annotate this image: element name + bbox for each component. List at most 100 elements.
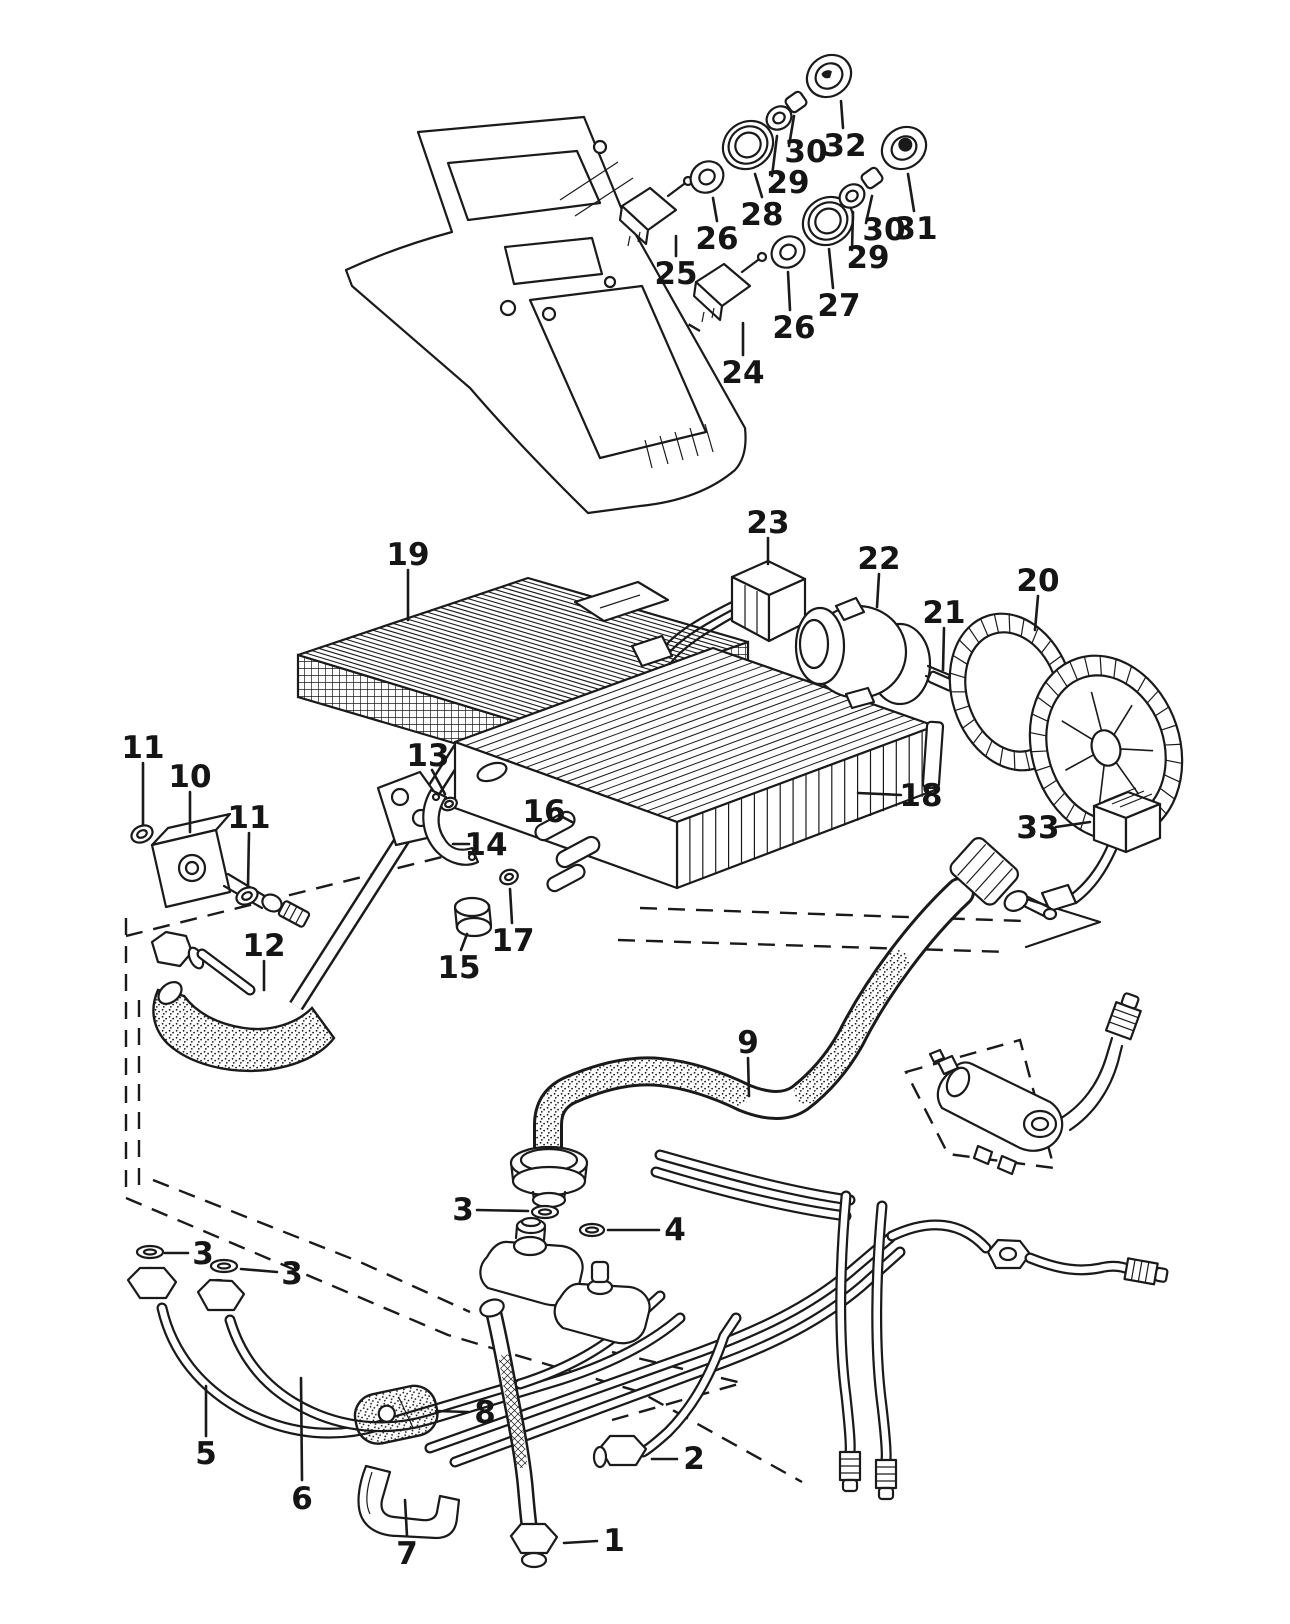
leader-line-17: [508, 887, 514, 925]
leader-line-6: [299, 1376, 304, 1482]
part-label-13: 13: [406, 738, 449, 774]
leader-line-7: [403, 1498, 409, 1538]
console-brace-lines: [559, 161, 634, 217]
junction-block-right: [553, 1260, 651, 1345]
leader-line-3-flange: [475, 1208, 530, 1213]
leader-line-33: [1054, 820, 1092, 829]
part-label-16: 16: [522, 794, 565, 830]
part-label-20: 20: [1016, 563, 1059, 599]
part-label-31: 31: [894, 211, 937, 247]
blower-motor-22: [794, 596, 958, 710]
part-label-24: 24: [721, 355, 764, 391]
part-label-7: 7: [396, 1536, 418, 1572]
part-label-9: 9: [737, 1025, 759, 1061]
leader-line-30-lower: [864, 194, 874, 225]
hose-9-coupling: [949, 837, 1019, 906]
boundary-dash-lower-diagonal: [125, 1196, 803, 1484]
threaded-fitting-right: [1123, 1257, 1169, 1286]
part-number-labels: 2526282930323130292726241923222120183313…: [121, 99, 1092, 1572]
junction-block-left: [479, 1216, 584, 1307]
part-label-22: 22: [857, 541, 900, 577]
leader-line-29-lower: [850, 210, 855, 252]
console-lower-opening: [528, 284, 708, 460]
console-upper-opening: [446, 149, 602, 222]
clamp-8: [353, 1384, 439, 1445]
oring-3-left-a: [135, 1244, 165, 1260]
console-hole-d: [603, 275, 617, 289]
console-vent-slats: [644, 423, 714, 469]
part-label-26-upper: 26: [695, 221, 738, 257]
part-label-23: 23: [746, 505, 789, 541]
console-hole-c: [541, 306, 557, 322]
valve-parts-13-17: [376, 770, 601, 938]
part-label-17: 17: [491, 923, 534, 959]
knob-32: [805, 53, 853, 99]
connector-23-terminal: [630, 634, 674, 668]
spacer-30-lower: [860, 166, 884, 190]
switch-25: [618, 175, 694, 247]
connector-23: [630, 559, 807, 668]
blower-wheel-front: [1028, 654, 1184, 842]
pipe-12-insulation: [152, 988, 336, 1073]
leader-line-13: [430, 768, 447, 796]
part-label-26-lower: 26: [772, 310, 815, 346]
part-label-21: 21: [922, 595, 965, 631]
part-label-3-left-a: 3: [192, 1236, 214, 1272]
leader-line-1: [562, 1539, 599, 1545]
leader-line-30-upper: [787, 114, 796, 148]
leader-line-16: [557, 813, 574, 824]
leader-line-9: [746, 1056, 751, 1098]
oring-11-left: [130, 824, 154, 844]
leader-line-3-left-b: [239, 1267, 279, 1274]
knob-parts-row-upper: [689, 53, 853, 194]
hose-9: [509, 837, 1058, 1238]
oring-17: [499, 868, 519, 886]
bracket-7: [357, 1464, 461, 1540]
knob-parts-row-lower: [770, 125, 928, 269]
part-label-29-upper: 29: [766, 165, 809, 201]
part-label-27: 27: [817, 288, 860, 324]
leader-line-11-right: [246, 831, 251, 888]
connector-33-pigtail: [1066, 843, 1118, 905]
oring-26-upper: [689, 160, 725, 194]
part-label-19: 19: [386, 537, 429, 573]
junction-assembly: [479, 1216, 651, 1345]
hose-9-flange: [509, 1145, 589, 1209]
heater-box-top-texture: [464, 651, 926, 819]
seal-3-flange: [530, 1204, 560, 1220]
part-label-2: 2: [683, 1441, 705, 1477]
pipe-12-nut: [150, 930, 194, 968]
ring-nut-28: [721, 119, 775, 171]
part-label-4: 4: [664, 1212, 686, 1248]
pipes-bottom-right: [424, 1149, 1169, 1501]
part-label-8: 8: [474, 1395, 496, 1431]
oring-11-right: [235, 886, 259, 906]
part-label-6: 6: [291, 1481, 313, 1517]
leader-line-18: [856, 791, 903, 797]
leader-line-20: [1033, 594, 1040, 632]
oring-13: [440, 796, 458, 812]
leader-line-21: [941, 626, 946, 672]
heater-box-end-flange: [921, 720, 945, 790]
pipe-5-nut: [126, 1266, 178, 1300]
part-label-32: 32: [823, 128, 866, 164]
washer-29-upper: [765, 105, 793, 131]
seal-4: [578, 1222, 606, 1238]
part-label-10: 10: [168, 759, 211, 795]
part-label-11-right: 11: [227, 800, 270, 836]
part-label-30-upper: 30: [784, 134, 827, 170]
leader-line-31: [906, 172, 916, 213]
pipe-fitting-vertical-b: [874, 1458, 898, 1501]
leader-line-22: [875, 572, 881, 609]
leader-line-32: [839, 99, 845, 130]
connector-33-terminal: [1040, 883, 1078, 913]
leader-line-26-lower: [786, 270, 792, 312]
leader-line-15: [459, 932, 469, 952]
connector-33: [1040, 787, 1162, 913]
boundary-dash-upper-diagonal: [125, 851, 459, 938]
console-hole-a: [592, 139, 608, 155]
washer-29-lower: [838, 183, 866, 209]
part-label-3-flange: 3: [452, 1192, 474, 1228]
leader-line-29-upper: [770, 134, 779, 178]
